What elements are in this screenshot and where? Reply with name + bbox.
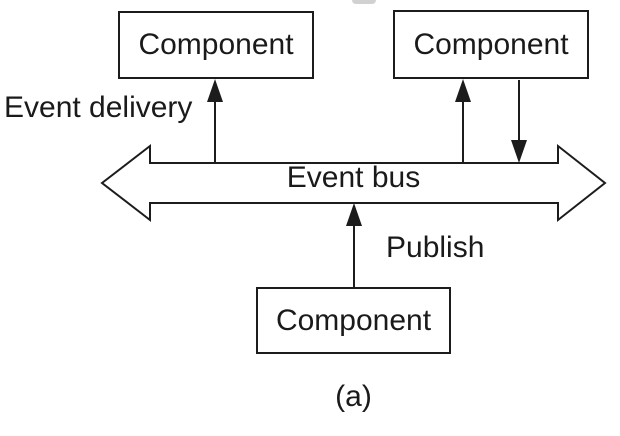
component-label: Component [413, 27, 569, 61]
event-bus-double-arrow-icon [100, 143, 607, 223]
component-box-bottom: Component [256, 287, 451, 354]
event-bus-label: Event bus [286, 161, 421, 194]
publish-label: Publish [386, 231, 485, 264]
component-box-top-right: Component [393, 10, 589, 79]
component-label: Component [138, 28, 294, 61]
up-arrow-icon [455, 79, 471, 163]
figure-caption: (a) [335, 380, 372, 413]
component-box-top-left: Component [118, 11, 314, 79]
component-label: Component [275, 303, 432, 337]
up-arrow-icon [207, 79, 223, 163]
scan-artifact [352, 0, 376, 4]
event-delivery-label: Event delivery [4, 91, 193, 124]
down-arrow-icon [511, 80, 527, 163]
up-arrow-icon [346, 203, 362, 287]
